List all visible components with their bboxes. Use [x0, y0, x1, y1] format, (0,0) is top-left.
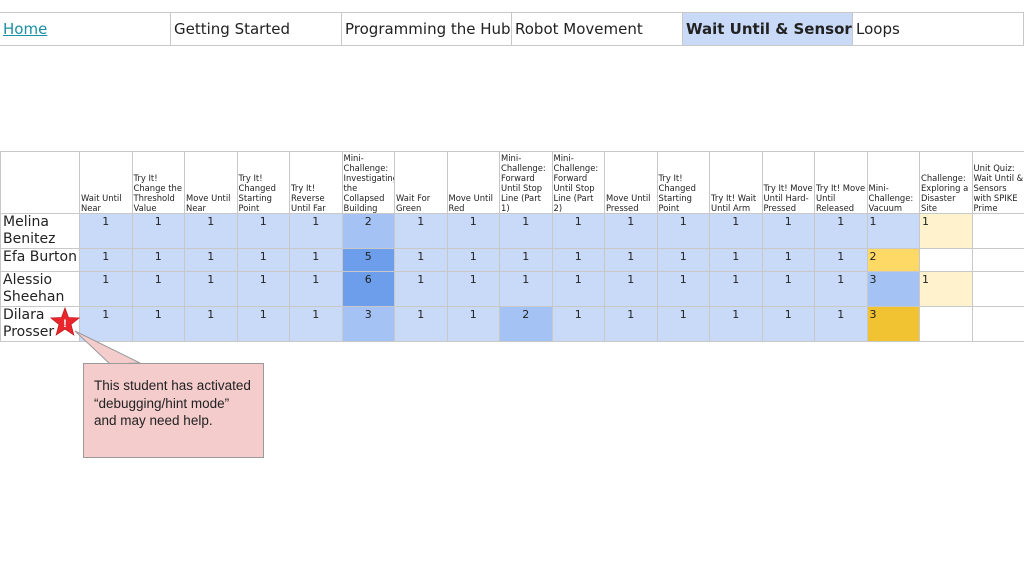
- column-header: Wait For Green: [394, 151, 448, 214]
- score-cell[interactable]: [919, 306, 973, 342]
- tab-programming-the-hub[interactable]: Programming the Hub: [342, 13, 512, 45]
- score-cell[interactable]: 1: [184, 248, 238, 272]
- score-cell[interactable]: 1: [394, 248, 448, 272]
- score-cell[interactable]: 1: [184, 306, 238, 342]
- student-name: Melina Benitez: [0, 213, 80, 249]
- score-cell[interactable]: 1: [814, 248, 868, 272]
- score-cell[interactable]: 1: [79, 213, 133, 249]
- score-cell[interactable]: 1: [866, 213, 920, 249]
- score-cell[interactable]: 1: [394, 271, 448, 307]
- column-header: Move Until Pressed: [604, 151, 658, 214]
- score-cell[interactable]: 1: [131, 271, 185, 307]
- score-cell[interactable]: 1: [656, 213, 710, 249]
- score-cell[interactable]: 1: [236, 213, 290, 249]
- score-cell[interactable]: 1: [289, 271, 343, 307]
- score-cell[interactable]: [971, 306, 1024, 342]
- score-cell[interactable]: 1: [446, 248, 500, 272]
- score-cell[interactable]: 1: [814, 306, 868, 342]
- column-header: Move Until Red: [446, 151, 500, 214]
- score-cell[interactable]: 1: [761, 271, 815, 307]
- score-cell[interactable]: 1: [656, 248, 710, 272]
- column-header: Try It! Changed Starting Point: [236, 151, 290, 214]
- column-header: Mini-Challenge: Investigating the Collap…: [341, 151, 395, 214]
- score-cell[interactable]: 1: [709, 213, 763, 249]
- score-cell[interactable]: [971, 213, 1024, 249]
- score-cell[interactable]: 1: [656, 271, 710, 307]
- score-cell[interactable]: 1: [289, 306, 343, 342]
- column-header: Try It! Wait Until Arm: [709, 151, 763, 214]
- score-cell[interactable]: 1: [446, 271, 500, 307]
- score-cell[interactable]: 3: [341, 306, 395, 342]
- score-cell[interactable]: 3: [866, 306, 920, 342]
- alert-mark: !: [63, 318, 67, 330]
- score-cell[interactable]: 1: [499, 248, 553, 272]
- help-callout: This student has activated “debugging/hi…: [83, 363, 264, 458]
- column-header: Try It! Reverse Until Far: [289, 151, 343, 214]
- score-cell[interactable]: 1: [394, 306, 448, 342]
- column-header: Mini-Challenge: Forward Until Stop Line …: [499, 151, 553, 214]
- score-cell[interactable]: 5: [341, 248, 395, 272]
- column-header: Mini-Challenge: Vacuum: [866, 151, 920, 214]
- score-cell[interactable]: 1: [709, 306, 763, 342]
- score-cell[interactable]: 1: [656, 306, 710, 342]
- score-cell[interactable]: 1: [289, 213, 343, 249]
- score-cell[interactable]: 1: [761, 248, 815, 272]
- column-header: Try It! Change the Threshold Value: [131, 151, 185, 214]
- score-cell[interactable]: [919, 248, 973, 272]
- column-header: Move Until Near: [184, 151, 238, 214]
- score-cell[interactable]: 1: [236, 306, 290, 342]
- score-cell[interactable]: 1: [761, 213, 815, 249]
- tab-getting-started[interactable]: Getting Started: [171, 13, 342, 45]
- score-cell[interactable]: 1: [551, 306, 605, 342]
- score-cell[interactable]: 1: [446, 213, 500, 249]
- score-cell[interactable]: 1: [761, 306, 815, 342]
- column-header: Try It! Changed Starting Point: [656, 151, 710, 214]
- score-cell[interactable]: 6: [341, 271, 395, 307]
- score-cell[interactable]: 1: [499, 213, 553, 249]
- score-cell[interactable]: 1: [236, 271, 290, 307]
- score-cell[interactable]: 1: [131, 306, 185, 342]
- score-cell[interactable]: 1: [551, 213, 605, 249]
- score-cell[interactable]: 1: [499, 271, 553, 307]
- student-name: Alessio Sheehan: [0, 271, 80, 307]
- score-cell[interactable]: 1: [604, 306, 658, 342]
- score-cell[interactable]: 1: [551, 248, 605, 272]
- column-header: Wait Until Near: [79, 151, 133, 214]
- score-cell[interactable]: 1: [604, 213, 658, 249]
- score-cell[interactable]: [971, 248, 1024, 272]
- score-cell[interactable]: 2: [341, 213, 395, 249]
- score-cell[interactable]: 1: [394, 213, 448, 249]
- column-header: Try It! Move Until Released: [814, 151, 868, 214]
- alert-star-icon[interactable]: !: [50, 307, 80, 337]
- score-cell[interactable]: 1: [709, 248, 763, 272]
- score-cell[interactable]: 1: [709, 271, 763, 307]
- score-cell[interactable]: 2: [499, 306, 553, 342]
- score-cell[interactable]: 1: [814, 271, 868, 307]
- tab-robot-movement[interactable]: Robot Movement: [512, 13, 683, 45]
- column-header: Unit Quiz: Wait Until & Sensors with SPI…: [971, 151, 1024, 214]
- score-cell[interactable]: 1: [604, 248, 658, 272]
- student-name: Dilara Prosser: [0, 306, 80, 342]
- score-cell[interactable]: 1: [131, 248, 185, 272]
- tab-wait-until-sensors[interactable]: Wait Until & Sensors: [683, 13, 853, 45]
- score-cell[interactable]: 1: [184, 271, 238, 307]
- score-cell[interactable]: 1: [79, 306, 133, 342]
- tab-home[interactable]: Home: [0, 13, 171, 45]
- score-cell[interactable]: 3: [866, 271, 920, 307]
- column-header: Challenge: Exploring a Disaster Site: [919, 151, 973, 214]
- callout-text: This student has activated “debugging/hi…: [94, 378, 251, 428]
- score-cell[interactable]: 1: [289, 248, 343, 272]
